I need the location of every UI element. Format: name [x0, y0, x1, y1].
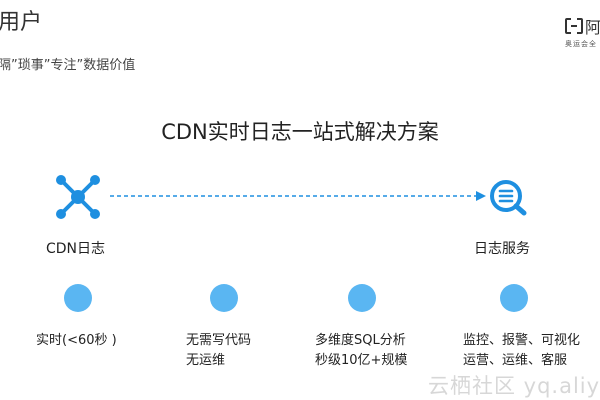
logo-text: 阿	[585, 18, 600, 37]
feature-realtime: 实时(<60秒 )	[36, 331, 117, 351]
header-subtitle: 隔”琐事”专注”数据价值	[0, 58, 136, 73]
feature-monitoring: 监控、报警、可视化 运营、运维、客服	[463, 331, 580, 371]
network-nodes-icon	[56, 175, 100, 219]
feature-dot	[210, 284, 238, 312]
main-title: CDN实时日志一站式解决方案	[161, 120, 439, 144]
feature-line: 无运维	[186, 353, 226, 368]
feature-sql: 多维度SQL分析 秒级10亿+规模	[315, 331, 407, 371]
feature-line: 实时(<60秒 )	[36, 333, 117, 348]
source-label: CDN日志	[46, 241, 106, 257]
feature-dot	[500, 284, 528, 312]
feature-line: 多维度SQL分析	[315, 333, 406, 348]
feature-no-code: 无需写代码 无运维	[186, 331, 251, 371]
feature-line: 监控、报警、可视化	[463, 333, 581, 348]
feature-line: 秒级10亿+规模	[315, 353, 408, 368]
feature-line: 无需写代码	[186, 333, 252, 348]
search-log-icon	[490, 180, 527, 216]
target-label: 日志服务	[474, 241, 530, 257]
logo-subtext: 奥运会全	[565, 40, 597, 48]
feature-line: 运营、运维、客服	[463, 353, 568, 368]
feature-dot	[64, 284, 92, 312]
dashed-arrow	[110, 191, 486, 201]
feature-dot	[348, 284, 376, 312]
watermark: 云栖社区 yq.aliy	[428, 374, 600, 398]
header-title: 用户	[0, 10, 43, 35]
logo-icon	[565, 18, 583, 34]
